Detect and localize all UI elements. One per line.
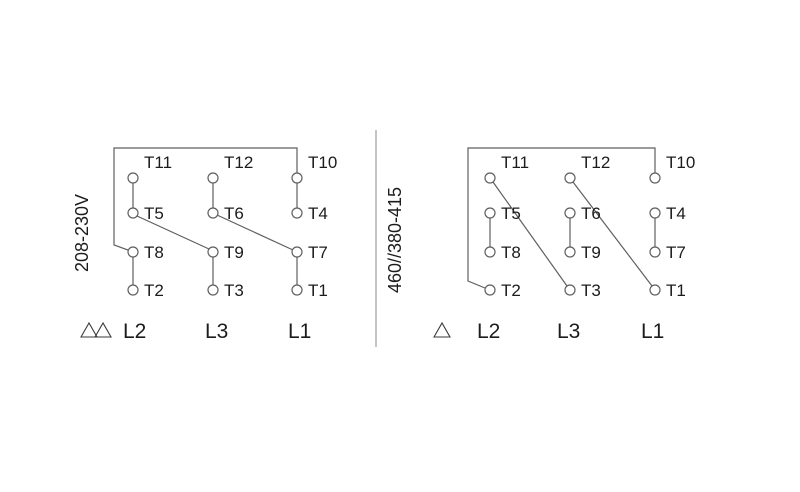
terminal-t12-circle: [207, 172, 219, 184]
terminal-t5-circle: [484, 207, 496, 219]
line-label-l3: L3: [205, 320, 228, 343]
terminal-t6-circle: [564, 207, 576, 219]
terminal-label-t8: T8: [144, 243, 164, 262]
line-label-l2: L2: [123, 320, 146, 343]
terminal-t11-circle: [484, 172, 496, 184]
terminal-label-t11: T11: [501, 153, 529, 172]
terminal-t11-circle: [127, 172, 139, 184]
terminal-t4-circle: [649, 207, 661, 219]
terminal-t4-circle: [291, 207, 303, 219]
terminal-label-t5: T5: [144, 204, 164, 223]
terminal-label-t9: T9: [581, 243, 601, 262]
terminal-label-t6: T6: [224, 204, 244, 223]
terminal-t8-circle: [127, 246, 139, 258]
terminal-t9-circle: [207, 246, 219, 258]
terminal-label-t1: T1: [308, 281, 328, 300]
terminal-label-t7: T7: [308, 243, 328, 262]
terminal-t5-circle: [127, 207, 139, 219]
terminal-label-t10: T10: [666, 153, 695, 172]
voltage-label-low: 208-230V: [72, 194, 92, 272]
terminal-label-t3: T3: [224, 281, 244, 300]
wire-t10-t2-loop: [467, 147, 656, 289]
low-voltage-diagram: 208-230V T11 T12 T10 T5 T6 T4 T8 T9 T7: [72, 147, 337, 343]
terminal-label-t9: T9: [224, 243, 244, 262]
wire-t12-t1: [572, 181, 653, 287]
terminal-t3-circle: [207, 284, 219, 296]
terminal-label-t1: T1: [666, 281, 686, 300]
terminal-t10-circle: [649, 172, 661, 184]
terminal-label-t12: T12: [224, 153, 253, 172]
high-voltage-diagram: 460//380-415 T11 T12 T10 T5 T6 T4 T8 T9 …: [385, 147, 695, 343]
wire-t11-t3: [492, 181, 568, 287]
terminal-label-t4: T4: [308, 204, 328, 223]
terminal-t2-circle: [484, 284, 496, 296]
wire-t5-t9: [136, 215, 210, 250]
terminal-label-t3: T3: [581, 281, 601, 300]
delta-icon: [433, 321, 451, 338]
terminal-label-t6: T6: [581, 204, 601, 223]
terminal-label-t4: T4: [666, 204, 686, 223]
terminal-t8-circle: [484, 246, 496, 258]
terminal-t6-circle: [207, 207, 219, 219]
terminal-t1-circle: [649, 284, 661, 296]
terminal-label-t7: T7: [666, 243, 686, 262]
terminal-label-t10: T10: [308, 153, 337, 172]
terminal-t10-circle: [291, 172, 303, 184]
terminal-t9-circle: [564, 246, 576, 258]
terminal-t7-circle: [291, 246, 303, 258]
terminal-label-t2: T2: [501, 281, 521, 300]
voltage-label-high: 460//380-415: [385, 187, 405, 293]
line-label-l1: L1: [641, 320, 664, 343]
terminal-label-t12: T12: [581, 153, 610, 172]
terminal-label-t2: T2: [144, 281, 164, 300]
wire-l2-loop: [113, 147, 298, 251]
line-label-l3: L3: [557, 320, 580, 343]
terminal-t3-circle: [564, 284, 576, 296]
double-delta-icon: [80, 321, 112, 338]
line-label-l1: L1: [288, 320, 311, 343]
terminal-label-t11: T11: [144, 153, 172, 172]
terminal-label-t8: T8: [501, 243, 521, 262]
terminal-t1-circle: [291, 284, 303, 296]
line-label-l2: L2: [477, 320, 500, 343]
terminal-t12-circle: [564, 172, 576, 184]
wire-t6-t7: [216, 214, 294, 251]
terminal-t2-circle: [127, 284, 139, 296]
terminal-t7-circle: [649, 246, 661, 258]
terminal-label-t5: T5: [501, 204, 521, 223]
